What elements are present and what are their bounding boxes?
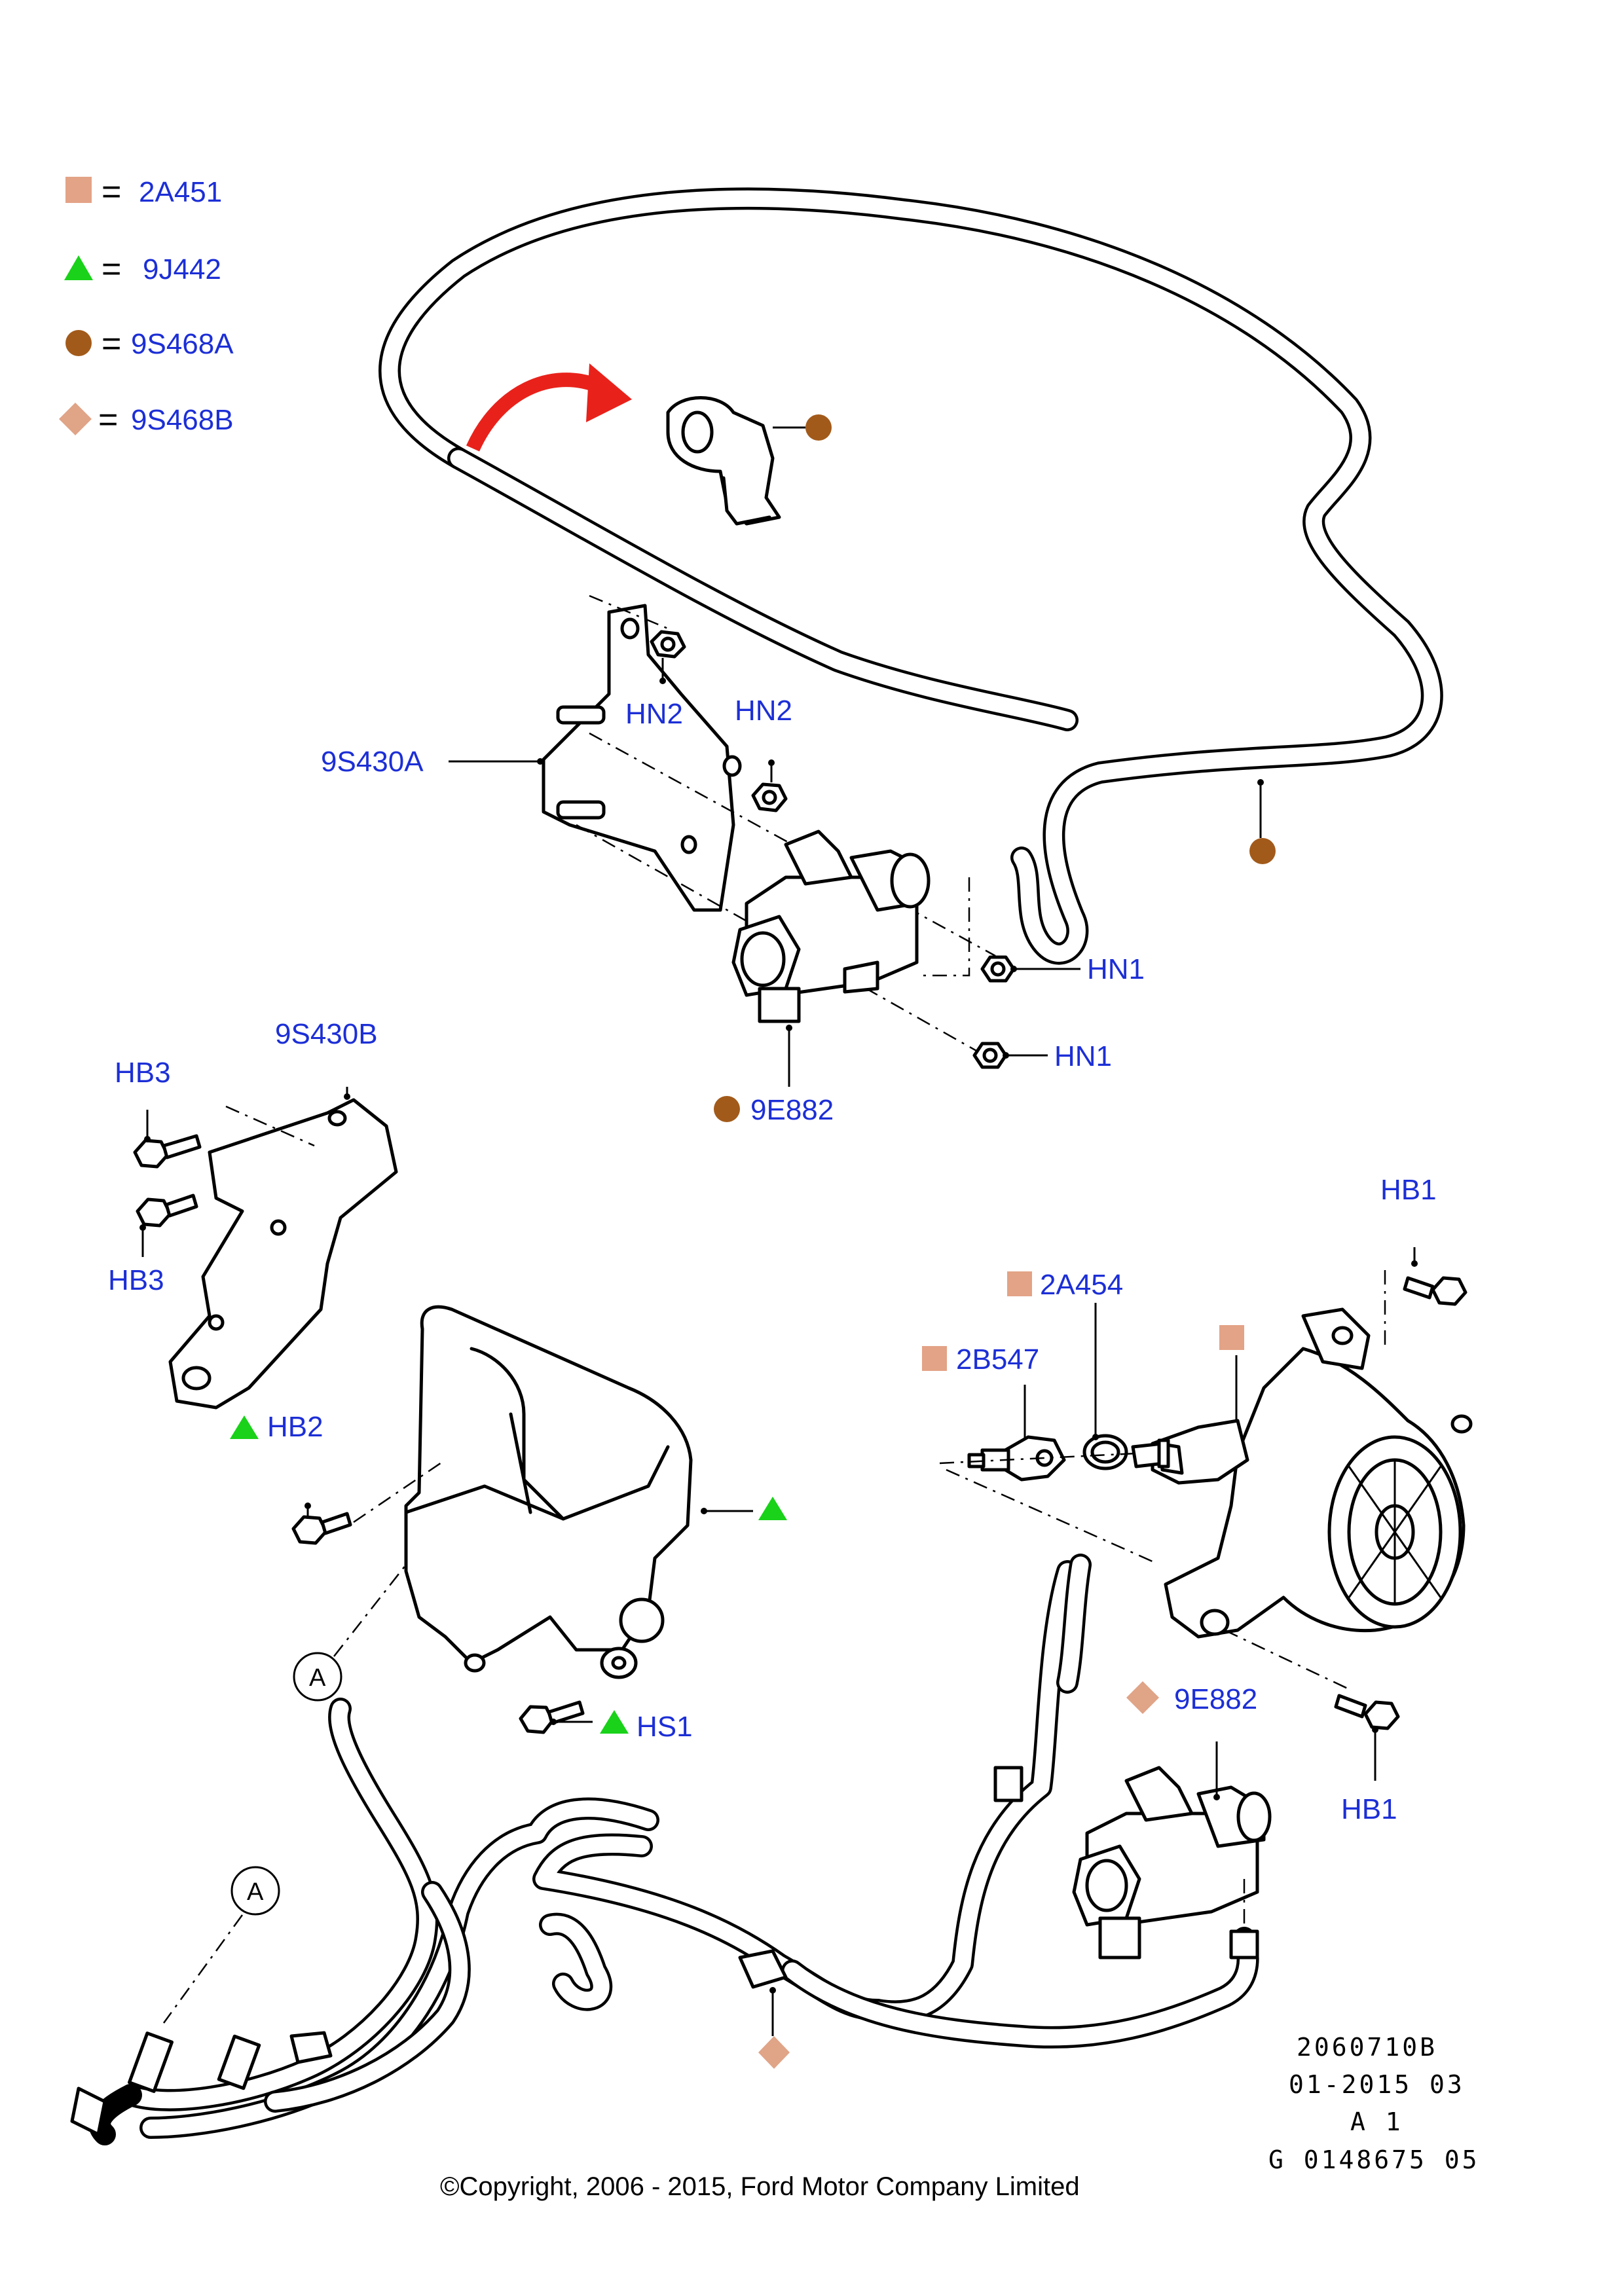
label-hb3-upper: HB3 xyxy=(115,1057,171,1089)
label-hn2-right: HN2 xyxy=(735,695,792,727)
legend-square-code: 2A451 xyxy=(139,176,222,208)
bolt-hb1-lower-icon xyxy=(1334,1694,1400,1730)
legend-equals: = xyxy=(101,325,121,363)
legend-circle-symbol xyxy=(65,330,92,356)
label-hb2: HB2 xyxy=(267,1411,323,1443)
hose-clip-part xyxy=(666,396,781,526)
bolt-hb2-icon xyxy=(291,1512,352,1545)
vacuum-hose-loop xyxy=(378,187,1443,965)
diagram-metadata: 2060710B 01-2015 03 A 1 G 0148675 05 xyxy=(1268,2033,1480,2174)
sensor-2a451-part xyxy=(1131,1419,1249,1485)
label-2a454: 2A454 xyxy=(1040,1269,1123,1301)
label-9e882-top: 9E882 xyxy=(750,1094,834,1126)
label-9s430a: 9S430A xyxy=(321,746,424,778)
meta-line-3: A 1 xyxy=(1350,2107,1403,2136)
diamond-marker xyxy=(758,2036,790,2069)
label-9e882-bottom: 9E882 xyxy=(1174,1683,1257,1715)
triangle-marker xyxy=(230,1415,259,1439)
meta-line-4: G 0148675 05 xyxy=(1268,2145,1480,2174)
square-marker xyxy=(1007,1271,1032,1296)
square-marker xyxy=(922,1346,947,1371)
hose-harness xyxy=(70,1560,1259,2145)
circle-marker xyxy=(1249,838,1276,864)
label-hn1-lower: HN1 xyxy=(1054,1040,1112,1072)
label-hn2-left: HN2 xyxy=(625,698,683,730)
legend-diamond-symbol xyxy=(59,403,92,435)
label-hb3-lower: HB3 xyxy=(108,1264,164,1296)
red-arrow-icon xyxy=(466,363,632,452)
ref-circle-a-lower xyxy=(231,1866,280,1916)
meta-line-1: 2060710B xyxy=(1297,2033,1437,2062)
legend-equals: = xyxy=(101,250,121,288)
label-hb1-upper: HB1 xyxy=(1380,1174,1437,1206)
triangle-marker xyxy=(600,1710,629,1734)
legend-equals: = xyxy=(98,401,118,439)
solenoid-valve-top-part xyxy=(731,829,931,1023)
label-hs1: HS1 xyxy=(637,1711,693,1743)
ref-circle-a-upper xyxy=(293,1652,342,1702)
square-marker xyxy=(1219,1325,1244,1350)
washer-hs1-icon xyxy=(600,1647,638,1679)
bolt-hb1-upper-icon xyxy=(1403,1276,1467,1306)
bolt-hb3-upper-icon xyxy=(133,1134,202,1169)
washer-2a454-icon xyxy=(1082,1434,1128,1470)
bracket-9s430b-part xyxy=(168,1098,398,1410)
circle-marker xyxy=(714,1096,740,1122)
label-hn1-upper: HN1 xyxy=(1087,953,1145,985)
nut-hn2-right-icon xyxy=(751,782,788,812)
ref-circle-a-lower-label: A xyxy=(247,1878,264,1906)
reservoir-part xyxy=(404,1305,693,1673)
legend-circle-code: 9S468A xyxy=(131,328,234,360)
nut-hn2-left-icon xyxy=(650,630,686,659)
diamond-marker xyxy=(1126,1681,1159,1714)
copyright-notice: ©Copyright, 2006 - 2015, Ford Motor Comp… xyxy=(440,2172,1080,2201)
circle-marker xyxy=(805,414,832,441)
legend-equals: = xyxy=(101,173,121,211)
nut-hn1-upper-icon xyxy=(980,955,1016,983)
solenoid-valve-bottom-part xyxy=(1072,1766,1272,1959)
bolt-hb3-lower-icon xyxy=(136,1194,198,1228)
label-2b547: 2B547 xyxy=(956,1343,1039,1376)
legend-square-symbol xyxy=(65,177,92,203)
sensor-2b547-part xyxy=(967,1435,1066,1482)
legend-diamond-code: 9S468B xyxy=(131,404,234,436)
bracket-9s430a-part xyxy=(542,604,742,912)
legend: = 2A451 = 9J442 = 9S468A = 9S468B xyxy=(59,173,234,439)
nut-hn1-lower-icon xyxy=(972,1042,1008,1069)
label-hb1-lower: HB1 xyxy=(1341,1793,1397,1825)
meta-line-2: 01-2015 03 xyxy=(1289,2070,1465,2099)
bolt-hs1-icon xyxy=(519,1700,585,1734)
legend-triangle-code: 9J442 xyxy=(143,253,221,285)
part-labels: HN2 HN2 9S430A HN1 HN1 9E882 9S430B HB3 … xyxy=(108,695,1437,1825)
triangle-marker xyxy=(758,1497,787,1520)
ref-circle-a-upper-label: A xyxy=(309,1664,326,1692)
vacuum-pump-part xyxy=(1164,1307,1473,1639)
label-9s430b: 9S430B xyxy=(275,1018,378,1050)
legend-triangle-symbol xyxy=(64,255,93,280)
